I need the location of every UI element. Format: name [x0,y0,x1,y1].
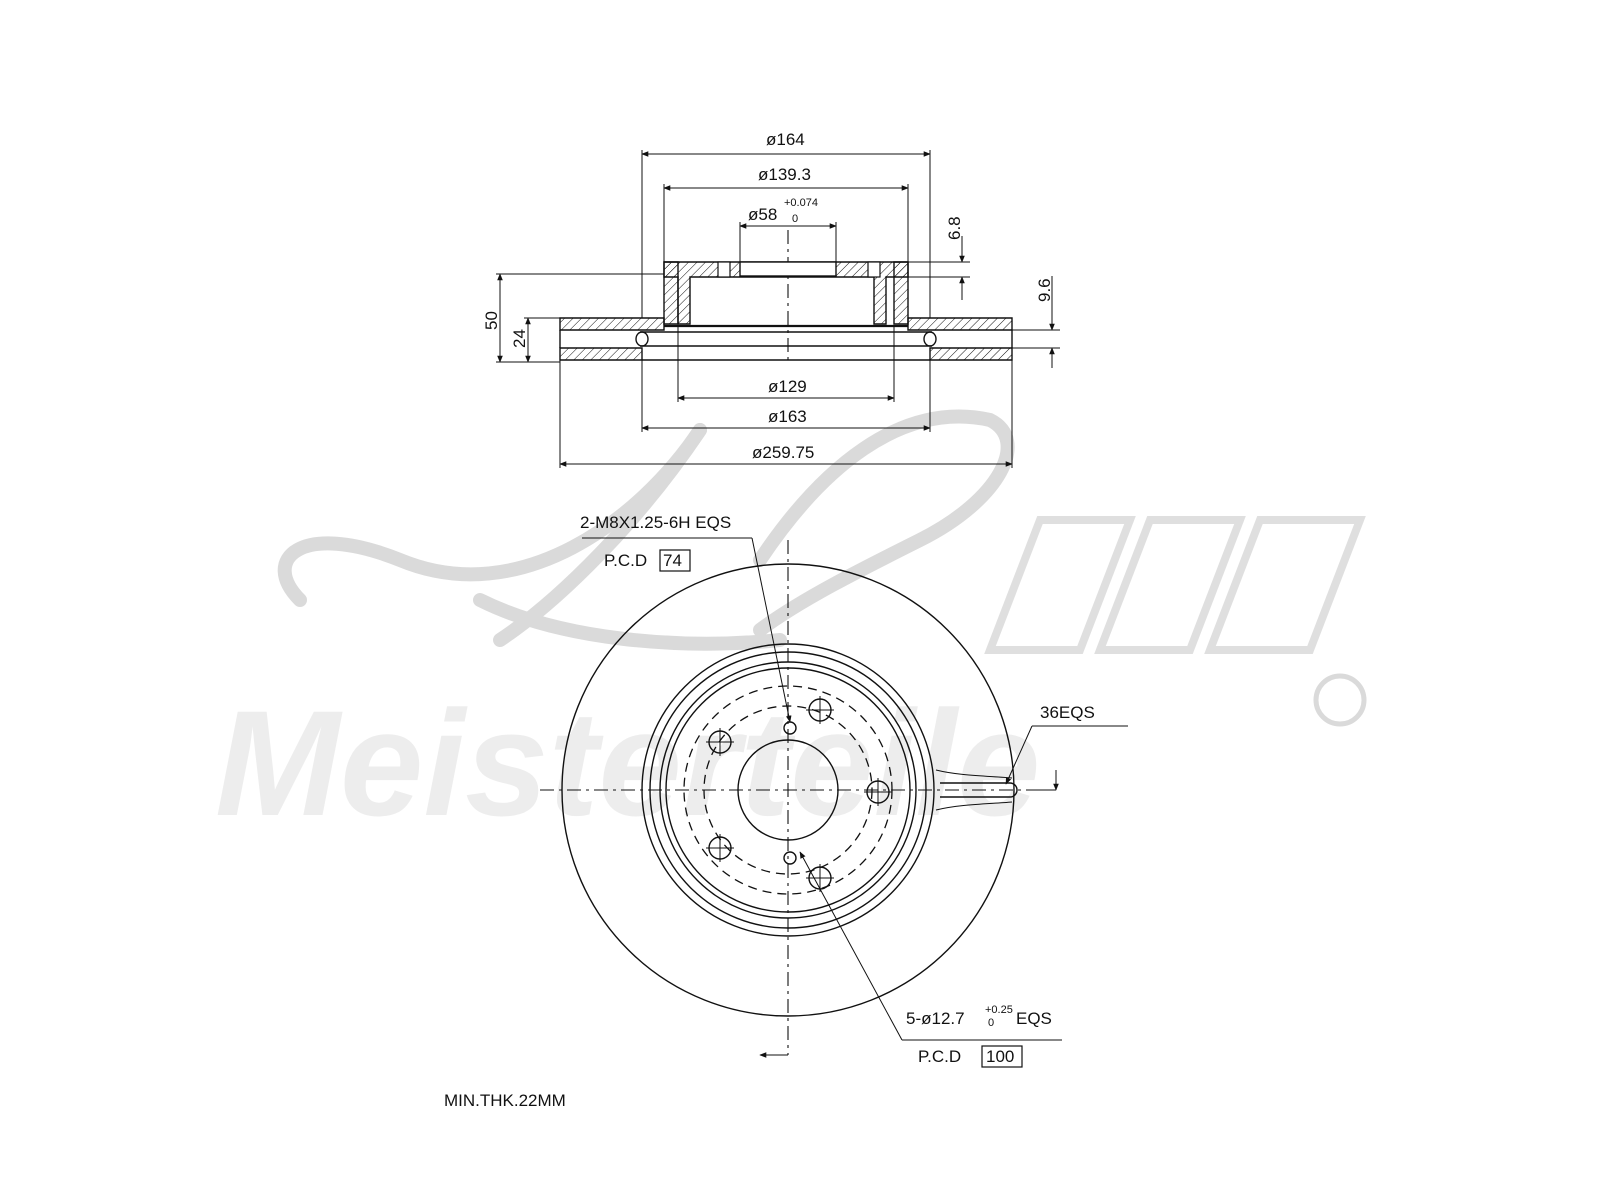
dim-d58: ø58 [748,205,777,224]
dim-d259: ø259.75 [752,443,814,462]
dim-d164: ø164 [766,130,805,149]
thread-holes-label: 2-M8X1.25-6H EQS [580,513,731,532]
hat-wall-right [893,261,909,325]
bolt-pcd-value: 100 [986,1047,1014,1066]
watermark-stripes [984,516,1366,654]
bolt-holes-tol-lower: 0 [988,1017,994,1029]
threaded-hole [783,851,797,865]
dim-d129: ø129 [768,377,807,396]
bolt-pcd-circle [703,705,873,875]
disc-outer-edge [561,563,1015,1017]
watermark-logo: Meisterteile [215,409,1367,847]
friction-plate-top [559,317,665,331]
hat-wall-left [663,261,679,325]
dim-d58-tol-lower: 0 [792,213,798,225]
friction-plate-bottom [559,347,643,361]
thread-pcd-value: 74 [663,551,682,570]
dim-d58-tol-upper: +0.074 [784,197,818,209]
dim-d163: ø163 [768,407,807,426]
vents-label: 36EQS [1040,703,1095,722]
section-view: ø164 ø139.3 ø58 +0.074 0 6.8 9.6 50 2 [482,130,1060,468]
bolt-pcd-label: P.C.D [918,1047,961,1066]
min-thickness-note: MIN.THK.22MM [444,1091,566,1110]
dim-h50: 50 [482,311,501,330]
dim-h24: 24 [510,329,529,348]
thread-pcd-label: P.C.D [604,551,647,570]
dim-d139: ø139.3 [758,165,811,184]
bolt-holes-suffix: EQS [1016,1009,1052,1028]
plan-view: 2-M8X1.25-6H EQS P.C.D 74 36EQS 5-ø12.7 … [444,513,1128,1110]
bolt-holes-label: 5-ø12.7 [906,1009,965,1028]
watermark-brand-text: Meisterteile [215,679,1040,847]
dim-h6-8: 6.8 [945,216,964,240]
bolt-holes-tol-upper: +0.25 [985,1004,1013,1016]
dim-h9-6: 9.6 [1035,278,1054,302]
centre-bore [737,739,839,841]
